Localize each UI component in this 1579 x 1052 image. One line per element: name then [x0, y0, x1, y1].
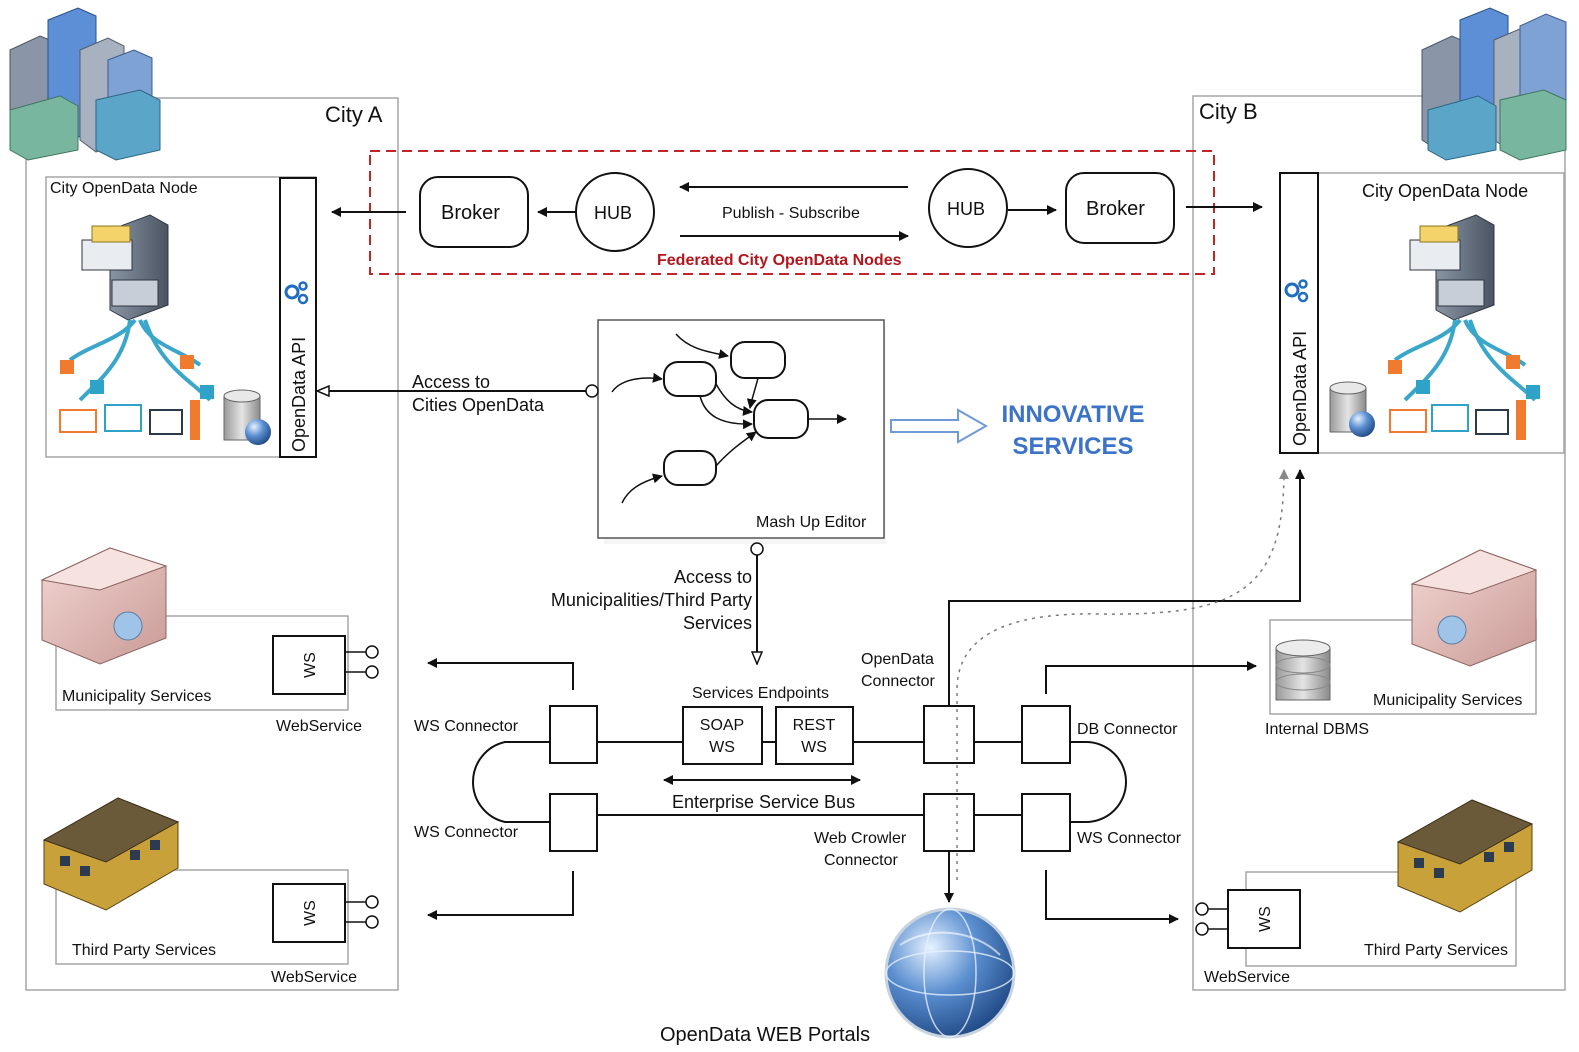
- city-b-gears-icon: [1284, 279, 1309, 303]
- access-muni-line3: Services: [683, 613, 752, 633]
- ws-connector-bottom-box[interactable]: [549, 793, 598, 852]
- city-b-skyline-icon: [1421, 7, 1567, 161]
- connector-arrows: [427, 469, 1305, 924]
- db-connector-label: DB Connector: [1077, 721, 1178, 738]
- city-a-skyline-icon: [9, 7, 161, 161]
- city-b-third-party-label: Third Party Services: [1364, 942, 1508, 959]
- innovative-services: INNOVATIVE SERVICES: [890, 401, 1145, 460]
- city-b-opendata-node: City OpenData Node OpenData API: [1279, 172, 1565, 454]
- city-a-municipality-building-icon: [40, 547, 168, 665]
- city-b-internal-dbms-icon: [1275, 639, 1331, 701]
- city-a-data-icons-cluster: [59, 318, 214, 440]
- rest-ws-box[interactable]: [775, 706, 854, 765]
- city-a-api-label: OpenData API: [289, 337, 309, 452]
- pubsub-label: Publish - Subscribe: [722, 205, 860, 222]
- enterprise-service-bus: Enterprise Service Bus Services Endpoint…: [414, 651, 1182, 869]
- city-a-municipality-label: Municipality Services: [62, 688, 211, 705]
- city-b-third-party-services: Third Party Services WS WebService: [1195, 799, 1534, 986]
- city-a-muni-ws-label: WS: [302, 652, 319, 678]
- city-a-opendata-api: [279, 177, 317, 458]
- city-b-api-label: OpenData API: [1290, 331, 1310, 446]
- web-crowler-connector-box[interactable]: [923, 793, 975, 852]
- federation-label: Federated City OpenData Nodes: [657, 252, 902, 269]
- hub-right-label: HUB: [947, 199, 985, 219]
- access-municipalities-connection: Access to Municipalities/Third Party Ser…: [551, 542, 764, 664]
- city-a-third-ws-label: WS: [302, 900, 319, 926]
- hub-right[interactable]: [928, 168, 1008, 248]
- portals-label: OpenData WEB Portals: [660, 1024, 870, 1046]
- city-a-municipality-services: Municipality Services WS WebService: [40, 547, 379, 735]
- city-b-municipality-label: Municipality Services: [1373, 692, 1522, 709]
- ws-connector-top-label: WS Connector: [414, 718, 519, 735]
- web-crowler-line2: Connector: [824, 852, 898, 869]
- db-connector-box[interactable]: [1021, 705, 1071, 764]
- broker-right-label: Broker: [1086, 198, 1145, 220]
- city-b-database-icon: [1329, 381, 1375, 437]
- ws-connector-right-label: WS Connector: [1077, 830, 1182, 847]
- city-b-node-title: City OpenData Node: [1362, 181, 1528, 201]
- broker-left-label: Broker: [441, 202, 500, 224]
- innovative-line1: INNOVATIVE: [1001, 401, 1144, 428]
- city-a-gears-icon: [284, 281, 309, 305]
- ws-connector-right-box[interactable]: [1021, 793, 1071, 852]
- city-b-opendata-api: [1279, 172, 1319, 454]
- broker-left[interactable]: [419, 176, 529, 248]
- city-a-third-party-building-icon: [42, 797, 180, 911]
- city-b-data-icons-cluster: [1388, 318, 1540, 440]
- broker-right[interactable]: [1065, 172, 1175, 244]
- opendata-connector-line2: Connector: [861, 673, 935, 690]
- web-crowler-line1: Web Crowler: [814, 830, 907, 847]
- innovative-arrow-icon: [890, 408, 989, 444]
- innovative-line2: SERVICES: [1013, 433, 1134, 460]
- city-a-third-webservice-label: WebService: [271, 969, 357, 986]
- city-b-third-ws-box[interactable]: [1227, 889, 1301, 949]
- rest-line2: WS: [801, 739, 827, 756]
- access-cities-line1: Access to: [412, 372, 490, 392]
- rest-line1: REST: [793, 717, 836, 734]
- city-a-frame: City A: [25, 97, 399, 991]
- hub-left-label: HUB: [594, 203, 632, 223]
- city-a-file-cabinet-icon: [81, 214, 169, 321]
- soap-line1: SOAP: [700, 717, 744, 734]
- federation-group: Federated City OpenData Nodes Broker HUB…: [331, 150, 1263, 275]
- city-a-title: City A: [325, 102, 383, 127]
- city-b-third-ws-label: WS: [1257, 906, 1274, 932]
- opendata-web-portals: OpenData WEB Portals: [660, 907, 1016, 1046]
- city-b-file-cabinet-icon: [1409, 214, 1495, 321]
- city-a-third-ws-box[interactable]: [272, 883, 346, 943]
- soap-line2: WS: [709, 739, 735, 756]
- mashup-editor[interactable]: Mash Up Editor: [597, 319, 886, 544]
- city-a-third-party-label: Third Party Services: [72, 942, 216, 959]
- mashup-label: Mash Up Editor: [756, 514, 867, 531]
- city-b-municipality-services: Internal DBMS Municipality Services: [1265, 549, 1538, 738]
- city-a-opendata-node: City OpenData Node OpenData API: [45, 176, 317, 458]
- access-muni-line2: Municipalities/Third Party: [551, 590, 752, 610]
- access-cities-connection: Access to Cities OpenData: [317, 372, 599, 415]
- city-a-node-title: City OpenData Node: [50, 180, 198, 197]
- esb-label: Enterprise Service Bus: [672, 792, 855, 812]
- access-muni-line1: Access to: [674, 567, 752, 587]
- city-b-dbms-label: Internal DBMS: [1265, 721, 1369, 738]
- services-endpoints-label: Services Endpoints: [692, 685, 829, 702]
- city-b-frame: City B: [1192, 95, 1566, 991]
- city-b-title: City B: [1199, 99, 1258, 124]
- globe-icon: [884, 907, 1016, 1039]
- city-a-muni-ws-box[interactable]: [272, 635, 346, 695]
- soap-ws-box[interactable]: [682, 706, 763, 765]
- access-cities-line2: Cities OpenData: [412, 395, 545, 415]
- city-a-muni-webservice-label: WebService: [276, 718, 362, 735]
- city-a-third-party-services: Third Party Services WS WebService: [42, 797, 379, 986]
- opendata-connector-box[interactable]: [923, 705, 975, 764]
- city-a-database-icon: [223, 389, 271, 445]
- ws-connector-bottom-label: WS Connector: [414, 824, 519, 841]
- ws-connector-top-box[interactable]: [549, 705, 598, 764]
- city-b-municipality-building-icon: [1410, 549, 1538, 667]
- city-b-third-party-building-icon: [1396, 799, 1534, 913]
- city-b-third-webservice-label: WebService: [1204, 969, 1290, 986]
- opendata-connector-line1: OpenData: [861, 651, 934, 668]
